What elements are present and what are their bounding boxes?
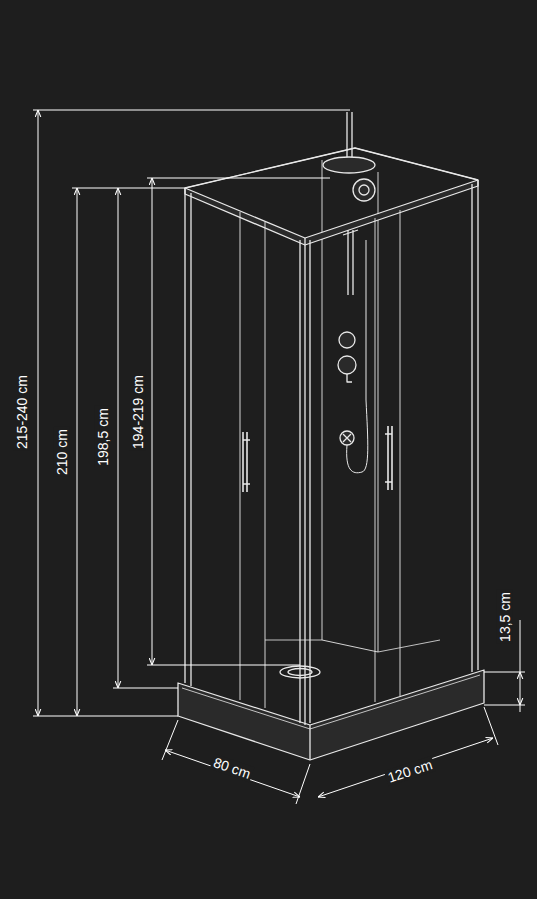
dimension-label: 198,5 cm bbox=[95, 406, 111, 468]
dimension-label: 194-219 cm bbox=[130, 373, 146, 451]
dimension-label: 120 cm bbox=[384, 756, 436, 787]
dimension-label: 80 cm bbox=[209, 754, 254, 783]
dimension-label: 215-240 cm bbox=[14, 373, 30, 451]
dimension-label: 210 cm bbox=[54, 427, 70, 477]
dimension-label: 13,5 cm bbox=[497, 590, 513, 644]
